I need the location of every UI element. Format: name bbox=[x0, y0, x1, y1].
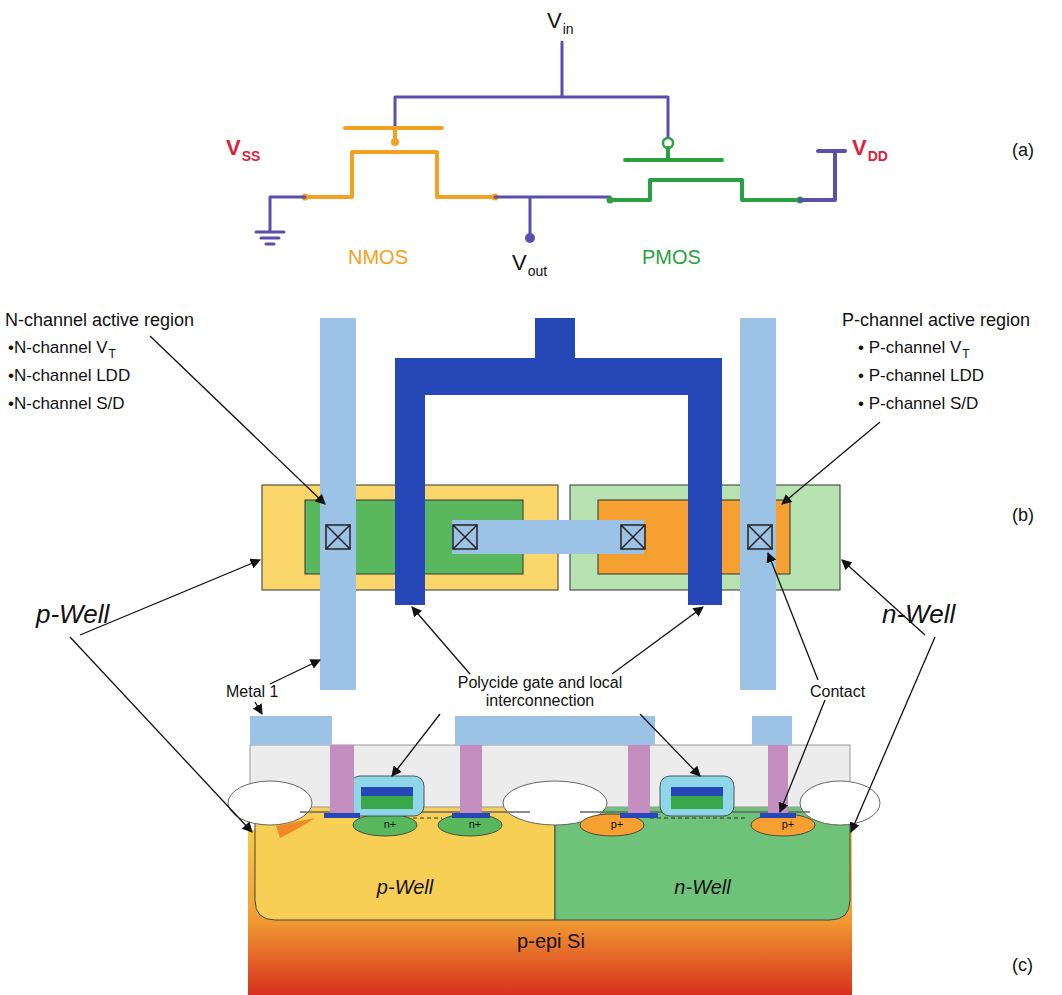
diffusion-region: p+ bbox=[765, 817, 811, 833]
text-label: V bbox=[547, 8, 562, 33]
subscript-label: DD bbox=[868, 148, 888, 164]
well-region: p-Well n+ n+ bbox=[255, 790, 555, 920]
text-label: N-channel active region bbox=[5, 310, 194, 331]
region-label: p-epi Si bbox=[517, 930, 585, 952]
region-label: p+ bbox=[782, 818, 795, 830]
text-label: • P-channel V bbox=[858, 338, 961, 358]
subscript-label: T bbox=[109, 348, 116, 362]
text-label: (b) bbox=[1012, 505, 1034, 526]
region-label: p-Well bbox=[377, 876, 433, 898]
well-region: n-Well p+ p+ bbox=[555, 790, 850, 920]
subscript-label: out bbox=[528, 263, 547, 279]
text-label: • P-channel S/D bbox=[858, 394, 978, 414]
subscript-label: SS bbox=[242, 148, 261, 164]
text-label: Metal 1 bbox=[226, 683, 278, 701]
diffusion-region: n+ bbox=[367, 817, 413, 833]
region-label: n+ bbox=[384, 818, 397, 830]
text-label: P-channel active region bbox=[842, 310, 1030, 331]
text-label: PMOS bbox=[642, 246, 701, 269]
text-label: •N-channel LDD bbox=[8, 366, 130, 386]
inverter-schematic bbox=[256, 42, 845, 244]
subscript-label: in bbox=[563, 21, 574, 37]
leader-lines bbox=[70, 336, 935, 832]
text-label: Contact bbox=[810, 683, 865, 701]
diffusion-region: p+ bbox=[594, 817, 640, 833]
text-label: V bbox=[512, 250, 527, 275]
region-label: n-Well bbox=[674, 876, 730, 898]
region-label: n+ bbox=[469, 818, 482, 830]
text-label: Polycide gate and local interconnection bbox=[430, 674, 650, 711]
text-label: V bbox=[852, 135, 867, 160]
text-label: n-Well bbox=[882, 600, 955, 630]
text-label: NMOS bbox=[348, 246, 408, 269]
diffusion-region: n+ bbox=[452, 817, 498, 833]
text-label: V bbox=[226, 135, 241, 160]
text-label: •N-channel S/D bbox=[8, 394, 125, 414]
text-label: (c) bbox=[1012, 955, 1033, 976]
cross-section bbox=[228, 716, 880, 995]
text-label: (a) bbox=[1012, 140, 1034, 161]
layout-view bbox=[262, 318, 840, 690]
region-label: p+ bbox=[611, 818, 624, 830]
text-label: p-Well bbox=[36, 600, 109, 630]
subscript-label: T bbox=[962, 348, 969, 362]
text-label: • P-channel LDD bbox=[858, 366, 984, 386]
text-label: •N-channel V bbox=[8, 338, 108, 358]
substrate-region: p-epi Sip-Welln+n+n-Wellp+p+ bbox=[250, 830, 852, 995]
